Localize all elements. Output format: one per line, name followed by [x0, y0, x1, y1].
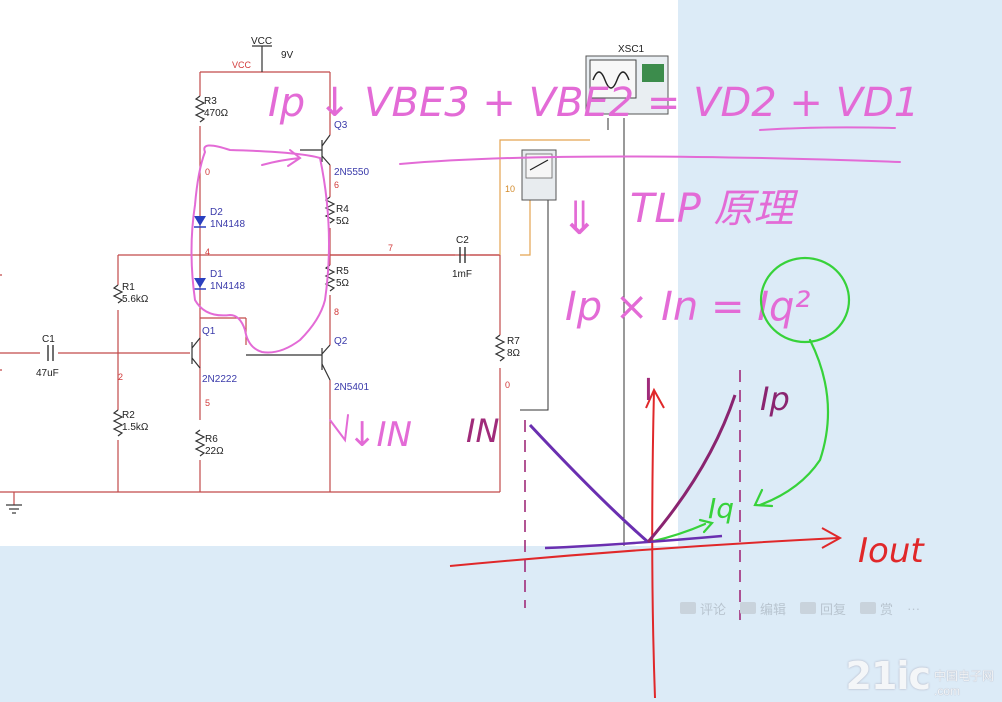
iq-label: Iq	[708, 492, 734, 525]
money-bag-icon	[860, 602, 877, 614]
c2-value: 1mF	[452, 269, 472, 280]
scope-ground-wires	[520, 118, 625, 546]
x-axis-label: Iout	[858, 531, 925, 571]
input-stub	[0, 274, 2, 371]
vcc-rail-label: VCC	[232, 60, 252, 70]
edit-button[interactable]: 编辑	[740, 599, 786, 618]
reply-button[interactable]: 回复	[800, 599, 846, 618]
r7-ref: R7	[507, 336, 520, 347]
d1-part: 1N4148	[210, 281, 245, 292]
xsc1-ref: XSC1	[618, 44, 645, 55]
product-equation: Ip × In = Iq²	[565, 284, 810, 330]
in-label: IN	[466, 412, 499, 450]
green-annotations	[648, 256, 851, 544]
r7-value: 8Ω	[507, 348, 521, 359]
ground-symbol	[6, 504, 22, 514]
down-arrow: ⇓	[560, 191, 599, 245]
r4-ref: R4	[336, 204, 349, 215]
vcc-label: VCC	[251, 36, 272, 47]
scope-wires	[499, 139, 590, 256]
comment-icon	[680, 602, 696, 614]
r3-ref: R3	[204, 96, 217, 107]
q1-ref: Q1	[202, 326, 216, 337]
schematic-wires	[0, 71, 501, 505]
comment-label: 评论	[700, 601, 727, 617]
q3-part: 2N5550	[334, 167, 369, 178]
node-number: 10	[505, 184, 515, 194]
node-number: 0	[505, 380, 510, 390]
node-number: 2	[118, 372, 123, 382]
equation-top: Ip ↓ VBE3 + VBE2 = VD2 + VD1	[268, 80, 919, 126]
q1-part: 2N2222	[202, 374, 237, 385]
d2-ref: D2	[210, 207, 223, 218]
r5-value: 5Ω	[336, 278, 350, 289]
ip-curve	[646, 394, 737, 543]
reward-button[interactable]: 赏	[860, 599, 893, 618]
y-axis-label: I	[644, 373, 653, 408]
d1-ref: D1	[210, 269, 223, 280]
pink-annotations	[190, 126, 901, 443]
watermark-logo: 21ic	[845, 654, 931, 698]
c2-ref: C2	[456, 235, 469, 246]
x-axis-arrow	[821, 527, 843, 549]
r5-ref: R5	[336, 266, 349, 277]
r2-ref: R2	[122, 410, 135, 421]
reward-label: 赏	[880, 601, 894, 617]
r6-value: 22Ω	[205, 446, 224, 457]
in-curve	[528, 423, 649, 544]
in-arrow-label: ↓IN	[348, 415, 412, 455]
r1-ref: R1	[122, 282, 135, 293]
reply-arrow-icon	[800, 602, 817, 614]
d2-part: 1N4148	[210, 219, 245, 230]
more-label: ···	[907, 600, 921, 616]
y-axis-arrow	[645, 387, 665, 409]
r2-value: 1.5kΩ	[122, 422, 149, 433]
node-number: 8	[334, 307, 339, 317]
vcc-source: VCC 9V VCC	[232, 36, 294, 72]
q3-ref: Q3	[334, 120, 348, 131]
capacitor-symbols	[47, 247, 466, 361]
node-number: 0	[205, 167, 210, 177]
oscilloscope[interactable]: XSC1	[585, 44, 669, 115]
x-axis	[449, 537, 839, 567]
transfer-graph: I Iout IN Ip Iq	[449, 370, 925, 699]
edit-label: 编辑	[760, 601, 787, 617]
q2-ref: Q2	[334, 336, 348, 347]
node-number: 5	[205, 398, 210, 408]
node-number: 6	[334, 180, 339, 190]
watermark-url: .com	[933, 684, 960, 698]
watermark-sub: 中国电子网 .com	[934, 667, 994, 698]
schematic-canvas	[0, 0, 678, 546]
r4-value: 5Ω	[336, 216, 350, 227]
post-toolbar: 评论 编辑 回复 赏 ···	[680, 596, 1000, 620]
more-button[interactable]: ···	[907, 601, 920, 616]
site-watermark: 21ic 中国电子网 .com	[846, 654, 994, 698]
node-number: 4	[205, 247, 210, 257]
baseline-curve	[544, 534, 723, 550]
c1-ref: C1	[42, 334, 55, 345]
comment-button[interactable]: 评论	[680, 599, 726, 618]
r1-value: 5.6kΩ	[122, 294, 149, 305]
node-number: 7	[388, 243, 393, 253]
ip-label: Ip	[760, 380, 790, 418]
transistor-symbols	[191, 134, 331, 381]
vcc-value: 9V	[281, 50, 294, 61]
c1-value: 47uF	[36, 368, 59, 379]
reply-label: 回复	[820, 601, 847, 617]
tlp-label: TLP 原理	[630, 186, 799, 232]
pencil-icon	[740, 602, 757, 614]
watermark-cn: 中国电子网	[933, 669, 994, 683]
r6-ref: R6	[205, 434, 218, 445]
r3-value: 470Ω	[204, 108, 229, 119]
diode-symbols	[194, 216, 206, 290]
y-axis	[651, 389, 656, 699]
q2-part: 2N5401	[334, 382, 369, 393]
